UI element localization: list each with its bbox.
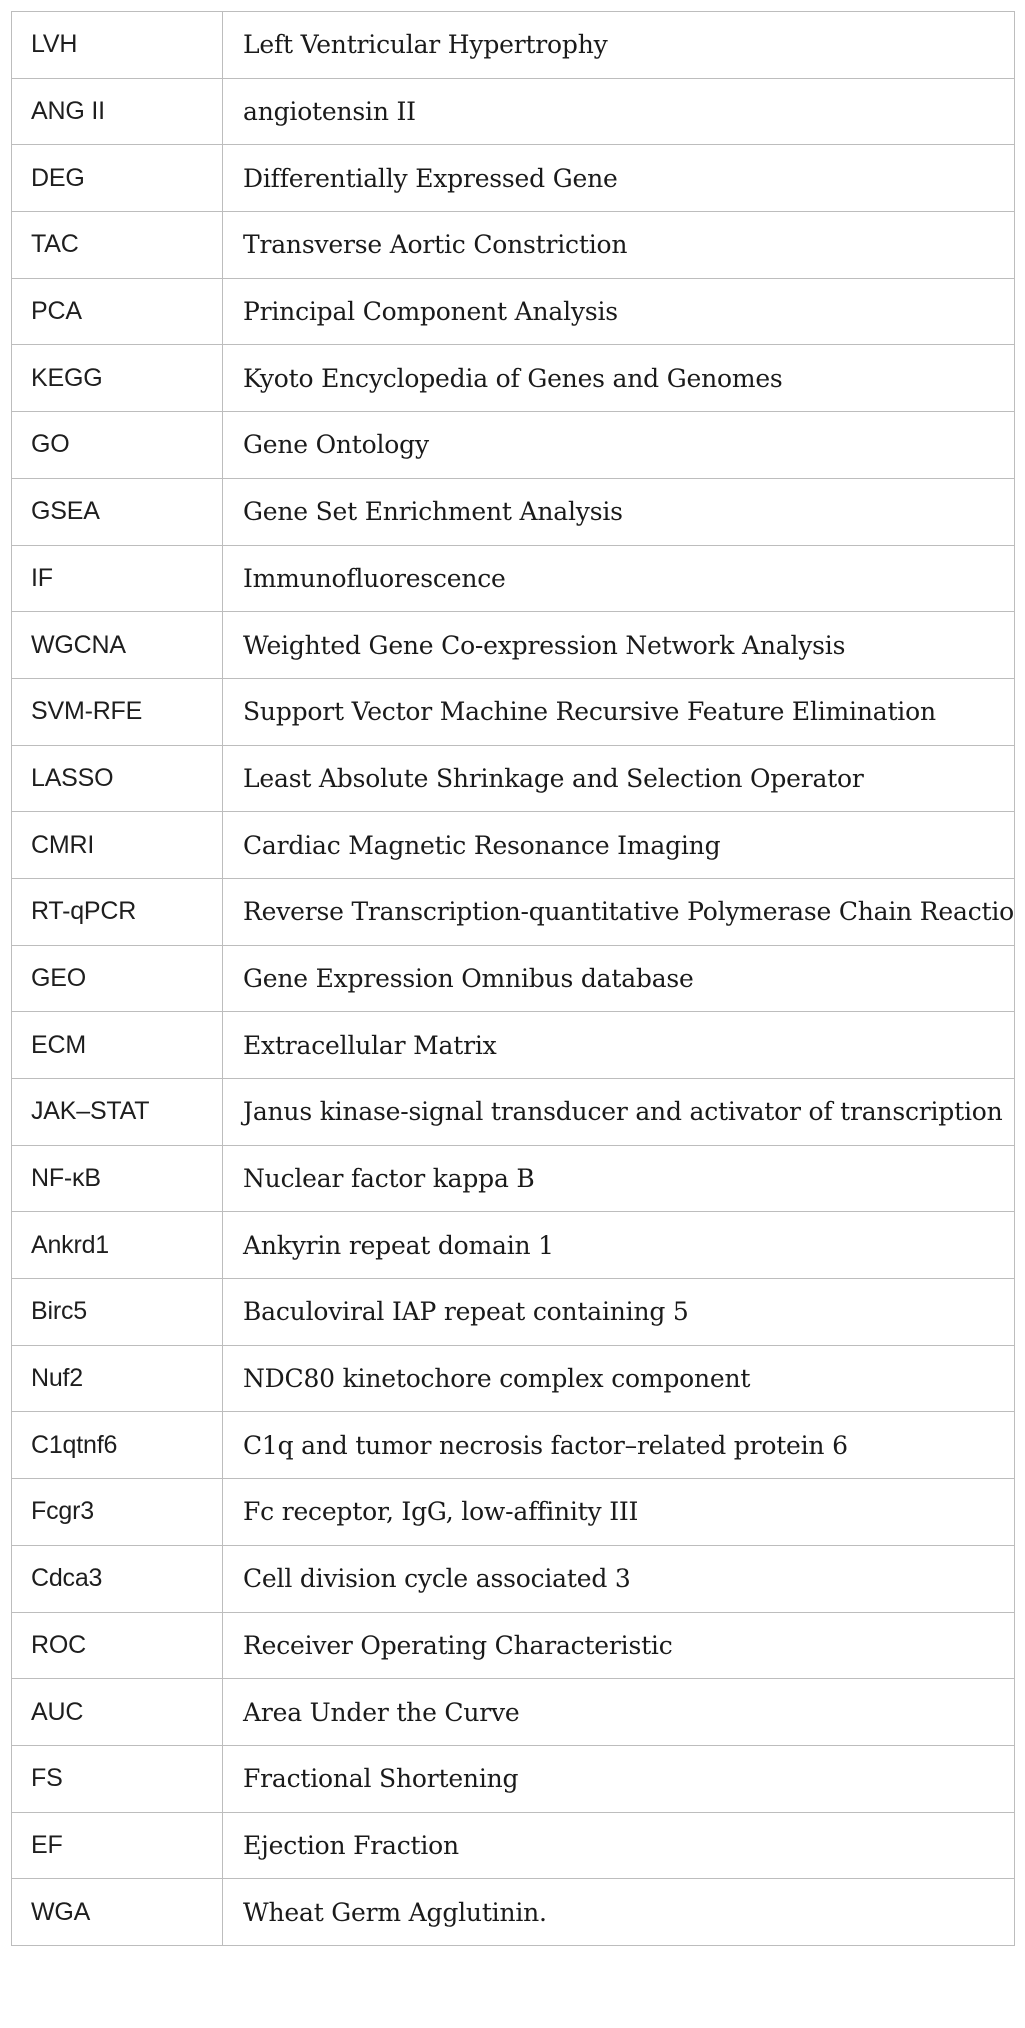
definition-cell: Cell division cycle associated 3 [222,1544,1015,1613]
abbreviation-cell: EF [11,1811,223,1880]
abbreviation-cell: LASSO [11,744,223,813]
abbreviation-cell: ROC [11,1611,223,1680]
definition-cell: Kyoto Encyclopedia of Genes and Genomes [222,344,1015,413]
abbreviation-cell: IF [11,544,223,613]
definition-cell: Left Ventricular Hypertrophy [222,11,1015,79]
abbreviation-cell: WGA [11,1878,223,1946]
abbreviation-cell: CMRI [11,811,223,879]
abbreviation-cell: Fcgr3 [11,1478,223,1546]
definition-cell: Gene Set Enrichment Analysis [222,477,1015,546]
definition-cell: C1q and tumor necrosis factor–related pr… [222,1411,1015,1480]
definition-cell: Weighted Gene Co-expression Network Anal… [222,611,1015,679]
abbreviation-cell: SVM-RFE [11,677,223,746]
definition-cell: Fractional Shortening [222,1744,1015,1813]
definition-cell: Area Under the Curve [222,1678,1015,1746]
definition-cell: Cardiac Magnetic Resonance Imaging [222,811,1015,879]
abbreviation-cell: GEO [11,944,223,1013]
abbreviation-cell: FS [11,1744,223,1813]
definition-cell: Janus kinase-signal transducer and activ… [222,1078,1015,1146]
definition-cell: Reverse Transcription-quantitative Polym… [222,877,1015,946]
abbreviation-cell: Cdca3 [11,1544,223,1613]
abbreviation-cell: NF-κB [11,1144,223,1213]
definition-cell: Fc receptor, IgG, low-affinity III [222,1478,1015,1546]
definition-cell: Nuclear factor kappa B [222,1144,1015,1213]
abbreviation-cell: Nuf2 [11,1344,223,1413]
definition-cell: Gene Expression Omnibus database [222,944,1015,1013]
definition-cell: Ankyrin repeat domain 1 [222,1211,1015,1280]
definition-cell: Ejection Fraction [222,1811,1015,1880]
abbreviation-cell: Ankrd1 [11,1211,223,1280]
abbreviation-cell: DEG [11,144,223,213]
abbreviation-cell: WGCNA [11,611,223,679]
abbreviation-cell: AUC [11,1678,223,1746]
definition-cell: Extracellular Matrix [222,1011,1015,1079]
definition-cell: Differentially Expressed Gene [222,144,1015,213]
abbreviation-cell: GSEA [11,477,223,546]
abbreviation-cell: C1qtnf6 [11,1411,223,1480]
abbreviation-cell: LVH [11,11,223,79]
definition-cell: Wheat Germ Agglutinin. [222,1878,1015,1946]
definition-cell: Support Vector Machine Recursive Feature… [222,677,1015,746]
definition-cell: Immunofluorescence [222,544,1015,613]
abbreviation-cell: ECM [11,1011,223,1079]
abbreviation-cell: RT-qPCR [11,877,223,946]
definition-cell: angiotensin II [222,77,1015,146]
definition-cell: Baculoviral IAP repeat containing 5 [222,1278,1015,1346]
definition-cell: Principal Component Analysis [222,277,1015,346]
abbreviation-cell: GO [11,411,223,479]
abbreviation-cell: JAK–STAT [11,1078,223,1146]
abbreviation-cell: KEGG [11,344,223,413]
definition-cell: Receiver Operating Characteristic [222,1611,1015,1680]
definition-cell: NDC80 kinetochore complex component [222,1344,1015,1413]
definition-cell: Gene Ontology [222,411,1015,479]
abbreviation-cell: TAC [11,211,223,279]
definition-cell: Transverse Aortic Constriction [222,211,1015,279]
abbreviation-cell: ANG II [11,77,223,146]
definition-cell: Least Absolute Shrinkage and Selection O… [222,744,1015,813]
abbreviation-cell: Birc5 [11,1278,223,1346]
abbreviation-cell: PCA [11,277,223,346]
